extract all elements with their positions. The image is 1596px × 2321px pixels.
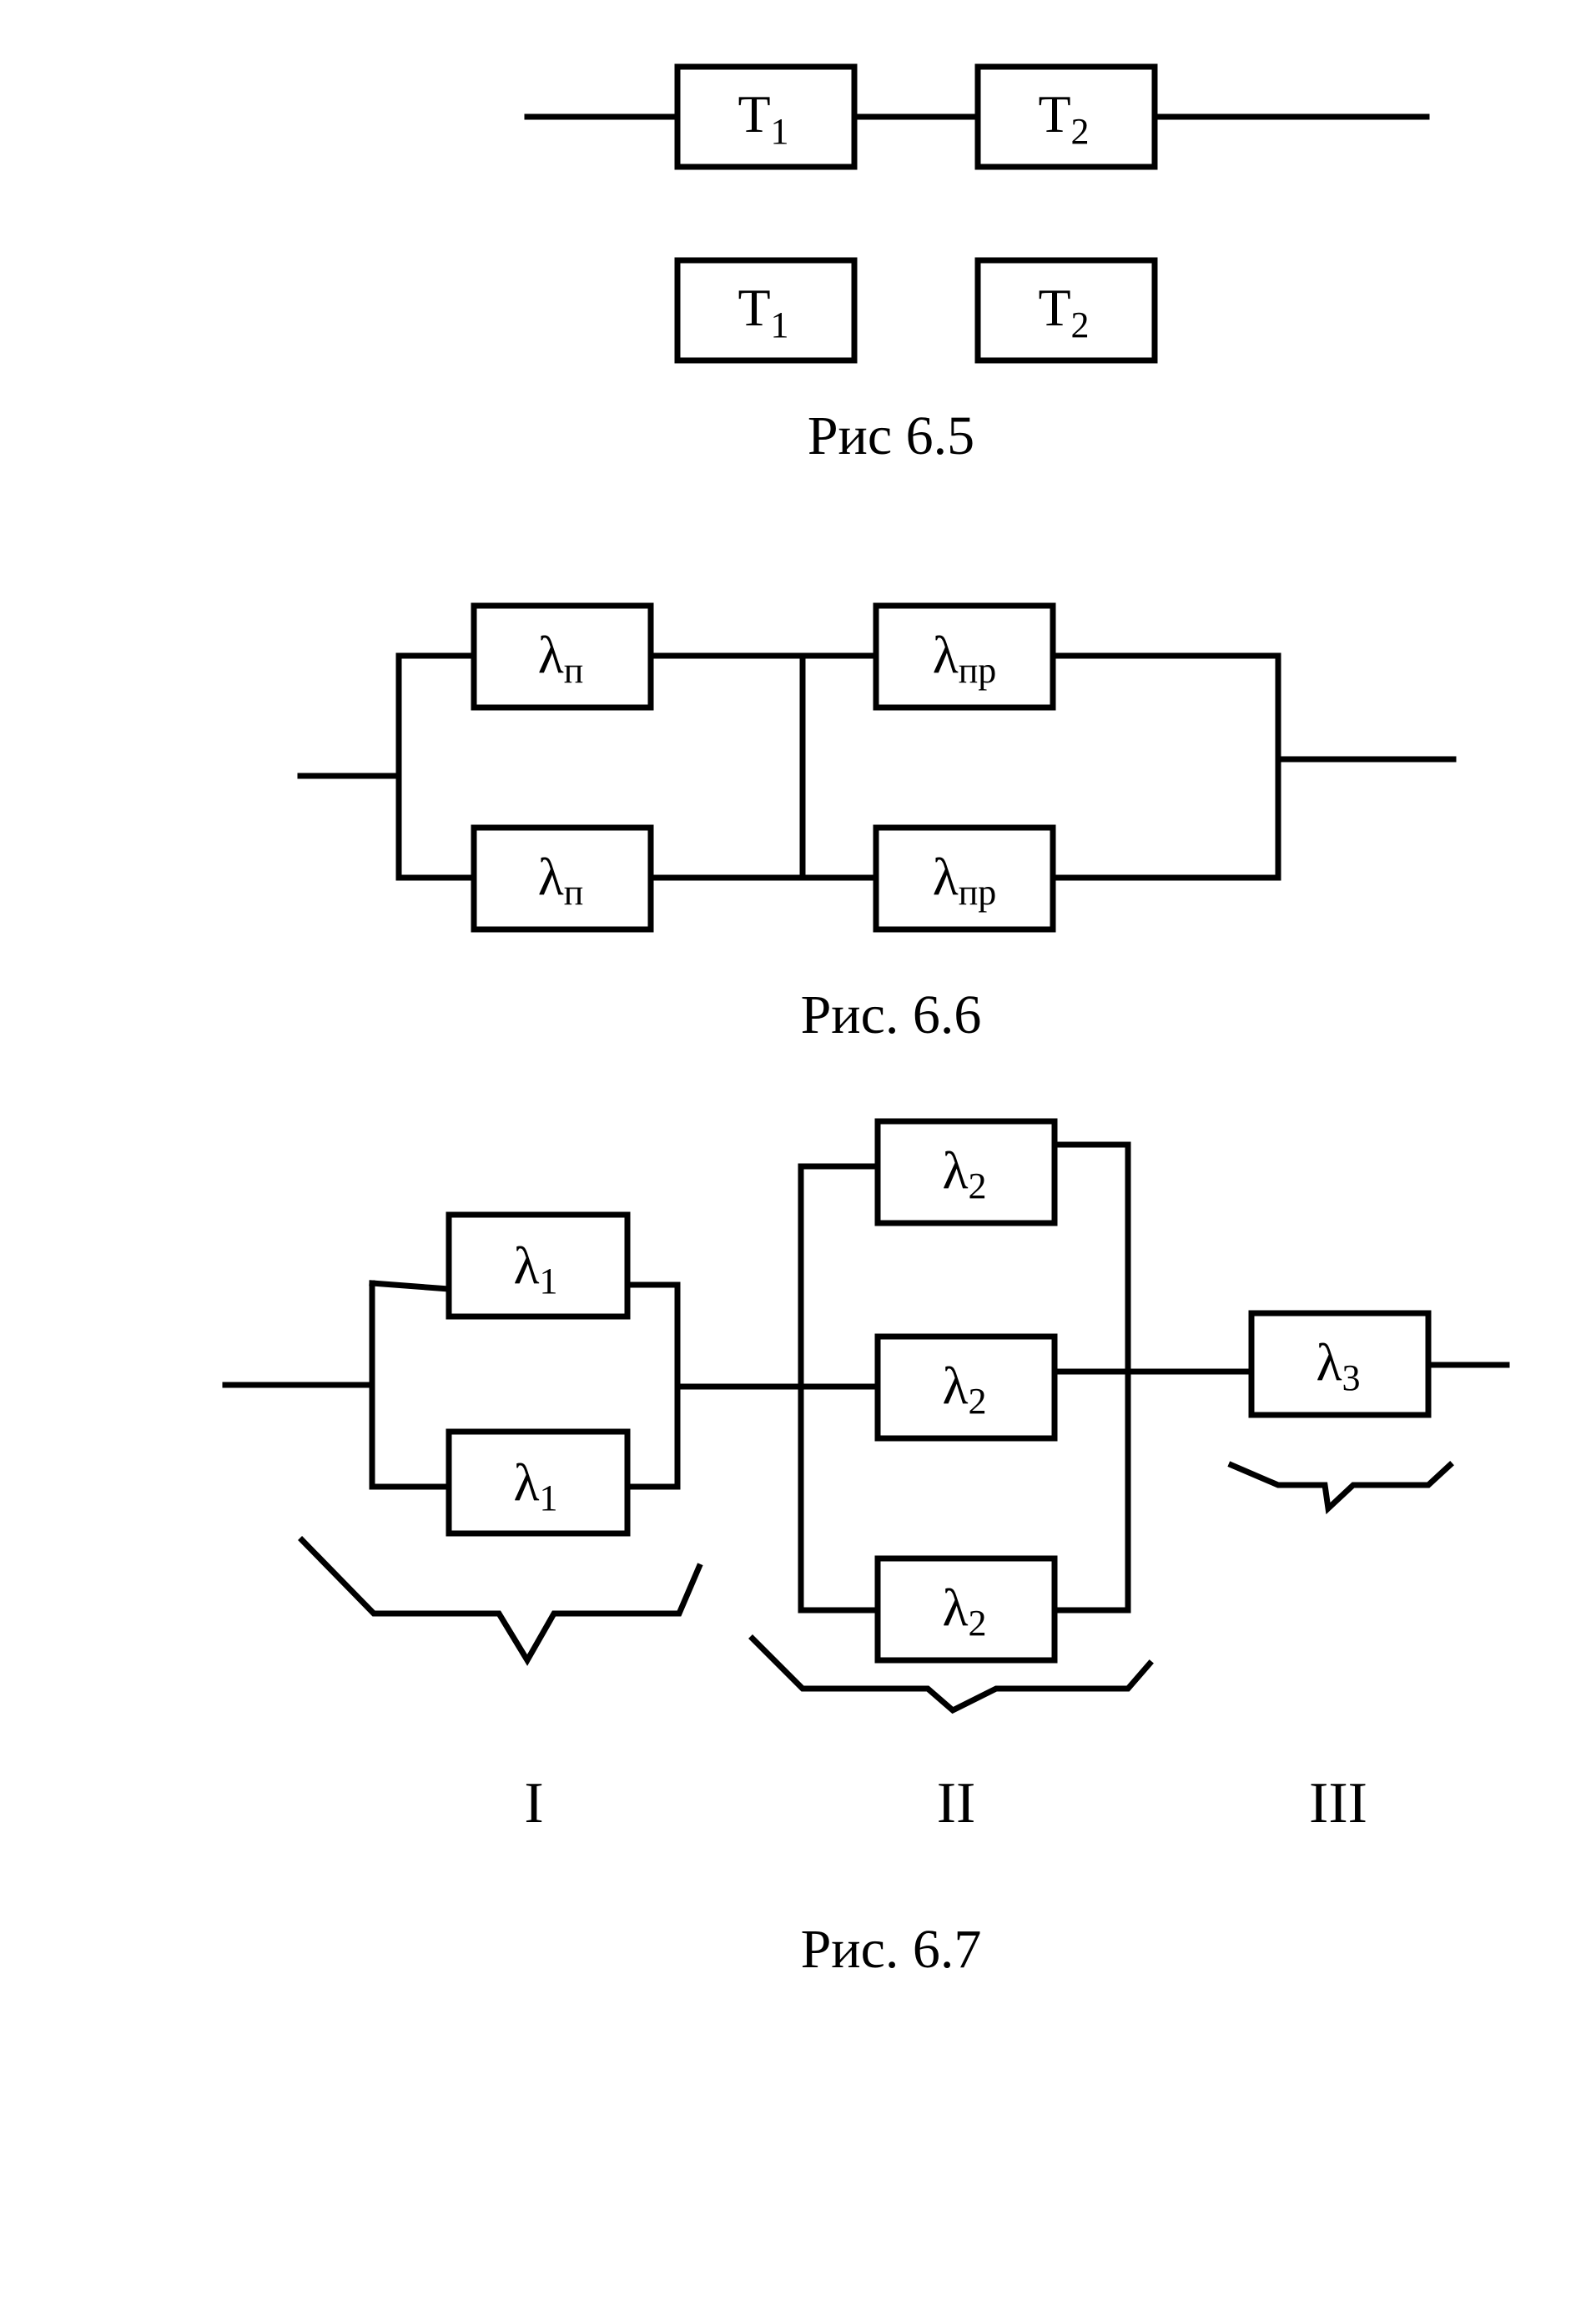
group-brace-i bbox=[298, 1536, 703, 1666]
block-t2-standalone: T2 bbox=[974, 257, 1158, 364]
block-frame bbox=[873, 602, 1056, 711]
block-label: λп bbox=[538, 847, 584, 913]
block-label: λ3 bbox=[1316, 1332, 1360, 1398]
block-frame bbox=[874, 1333, 1058, 1442]
group-brace-iii bbox=[1227, 1461, 1454, 1515]
block-frame bbox=[674, 63, 858, 170]
block-frame bbox=[446, 1211, 631, 1320]
block-lambda2-top: λ2 bbox=[874, 1118, 1058, 1226]
block-frame bbox=[874, 1555, 1058, 1664]
figure-caption: Рис. 6.7 bbox=[801, 1919, 982, 1980]
block-label: λ2 bbox=[942, 1140, 986, 1206]
block-label: λ2 bbox=[942, 1356, 986, 1422]
block-label: T1 bbox=[738, 84, 788, 152]
block-t1-standalone: T1 bbox=[674, 257, 858, 364]
block-frame bbox=[873, 824, 1056, 933]
block-lambda-pr-bottom: λпр bbox=[873, 824, 1056, 933]
block-label: λп bbox=[538, 625, 584, 691]
block-lambda2-bottom: λ2 bbox=[874, 1555, 1058, 1664]
figure-6-7: λ1 λ1 λ2 λ2 λ2 λ3 I II III Рис. 6.7 bbox=[222, 1118, 1510, 1980]
block-lambda1-top: λ1 bbox=[446, 1211, 631, 1320]
block-lambda1-bottom: λ1 bbox=[446, 1428, 631, 1537]
block-t2: T2 bbox=[974, 63, 1158, 170]
group-label-i: I bbox=[524, 1771, 543, 1835]
block-lambda-pr-top: λпр bbox=[873, 602, 1056, 711]
block-frame bbox=[974, 257, 1158, 364]
group-brace-ii bbox=[748, 1634, 1154, 1714]
block-lambda3: λ3 bbox=[1248, 1310, 1432, 1418]
block-label: λпр bbox=[933, 847, 997, 913]
wire bbox=[369, 1280, 452, 1292]
block-frame bbox=[1248, 1310, 1432, 1418]
figure-caption: Рис 6.5 bbox=[808, 405, 974, 466]
group-label-ii: II bbox=[937, 1771, 976, 1835]
block-frame bbox=[874, 1118, 1058, 1226]
block-label: λ2 bbox=[942, 1578, 986, 1644]
figure-6-5: T1 T2 T1 T2 Рис 6.5 bbox=[524, 63, 1430, 466]
block-label: λ1 bbox=[513, 1236, 557, 1301]
block-label: λ1 bbox=[513, 1453, 557, 1518]
group-label-iii: III bbox=[1309, 1771, 1367, 1835]
block-label: T1 bbox=[738, 278, 788, 345]
block-label: λпр bbox=[933, 625, 997, 691]
block-label: T2 bbox=[1038, 84, 1089, 152]
block-frame bbox=[471, 824, 654, 933]
block-frame bbox=[674, 257, 858, 364]
figure-6-6: λп λпр λп λпр Рис. 6.6 bbox=[297, 602, 1457, 1045]
block-t1: T1 bbox=[674, 63, 858, 170]
block-lambda-p-bottom: λп bbox=[471, 824, 654, 933]
block-lambda-p-top: λп bbox=[471, 602, 654, 711]
block-frame bbox=[471, 602, 654, 711]
block-frame bbox=[974, 63, 1158, 170]
block-frame bbox=[446, 1428, 631, 1537]
block-label: T2 bbox=[1038, 278, 1089, 345]
block-lambda2-middle: λ2 bbox=[874, 1333, 1058, 1442]
figure-caption: Рис. 6.6 bbox=[801, 984, 982, 1045]
